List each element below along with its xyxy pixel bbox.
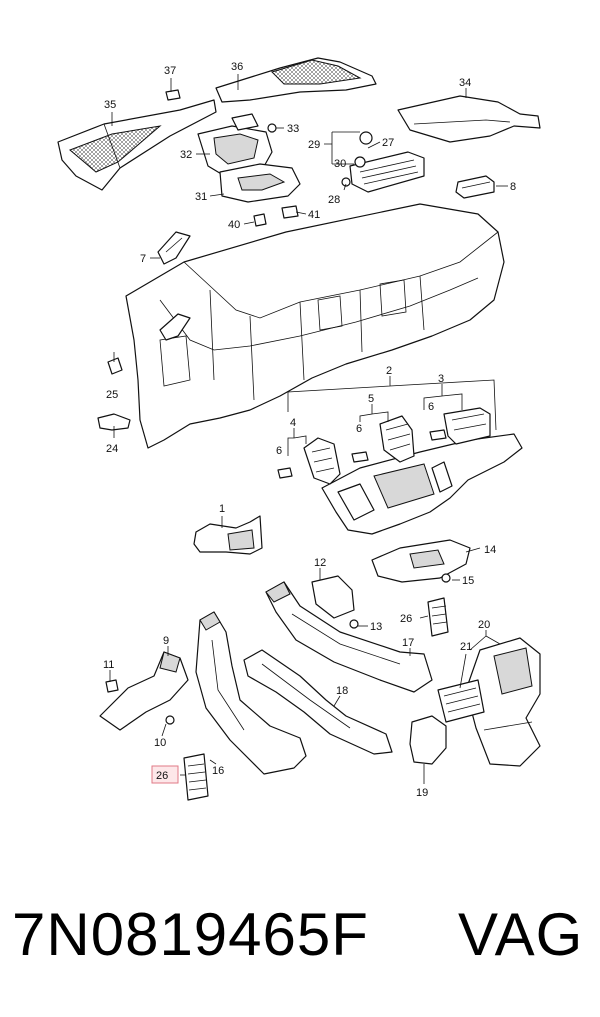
- callout-14: 14: [484, 544, 496, 556]
- callout-36: 36: [231, 61, 243, 73]
- part-34-right-trim: [397, 95, 541, 143]
- callout-13: 13: [370, 621, 382, 633]
- part-7-left-vent: [157, 231, 191, 341]
- part-8-vent-small: [455, 175, 495, 199]
- part-27-speaker-grille: [349, 151, 425, 193]
- part-33-screw: [267, 123, 277, 133]
- callout-28: 28: [328, 194, 340, 206]
- part-24-sensor: [97, 413, 131, 431]
- callout-21: 21: [460, 641, 472, 653]
- part-2-center-panel: [321, 433, 523, 535]
- callout-10: 10: [154, 737, 166, 749]
- part-10-screw: [165, 715, 175, 725]
- callout-34: 34: [459, 77, 471, 89]
- leader-lines: [109, 74, 508, 784]
- part-14-cover: [371, 539, 471, 583]
- callout-8: 8: [510, 181, 516, 193]
- callout-31: 31: [195, 191, 207, 203]
- part-20-console-trim: [465, 637, 541, 767]
- part-35-left-cowl-panel: [57, 99, 217, 191]
- part-13-screw: [349, 619, 359, 629]
- callout-15: 15: [462, 575, 474, 587]
- callout-18: 18: [336, 685, 348, 697]
- footer: 7N0819465F VAG: [0, 895, 600, 985]
- callout-24: 24: [106, 443, 118, 455]
- callout-35: 35: [104, 99, 116, 111]
- part-21-console-vent: [437, 679, 485, 723]
- part-3-center-vent-right: [443, 407, 491, 445]
- part-18-lower-duct: [243, 649, 393, 755]
- part-5-center-vent-left: [379, 415, 415, 463]
- highlight-box: [151, 765, 179, 784]
- callout-40: 40: [228, 219, 240, 231]
- part-11-clip: [105, 679, 119, 693]
- callout-26-highlighted: 26: [156, 770, 168, 782]
- callout-27: 27: [382, 137, 394, 149]
- callout-30: 30: [334, 158, 346, 170]
- callout-20: 20: [478, 619, 490, 631]
- part-4-left-vent: [303, 437, 341, 485]
- callout-37: 37: [164, 65, 176, 77]
- part-19-bracket: [409, 715, 447, 765]
- part-37-clip: [165, 89, 181, 101]
- callout-7: 7: [140, 253, 146, 265]
- part-26-vent-grille: [427, 597, 449, 637]
- callout-25: 25: [106, 389, 118, 401]
- dashboard-frame: [125, 203, 505, 449]
- exploded-parts-diagram: 37 36 35 34 33 32 29 27 30 28 8 31 40 41…: [57, 57, 541, 801]
- callout-26: 26: [400, 613, 412, 625]
- part-26-vent-grille-highlighted: [183, 753, 209, 801]
- brand-label: VAG: [458, 901, 584, 968]
- part-25-nut: [107, 357, 123, 375]
- callout-6-c: 6: [276, 445, 282, 457]
- callout-12: 12: [314, 557, 326, 569]
- callout-16: 16: [212, 765, 224, 777]
- callout-6-b: 6: [356, 423, 362, 435]
- callout-1: 1: [219, 503, 225, 515]
- callout-11: 11: [103, 659, 114, 671]
- part-6-clips: [277, 429, 447, 479]
- callout-33: 33: [287, 123, 299, 135]
- part-12-duct-bracket: [311, 575, 355, 619]
- callout-4: 4: [290, 417, 296, 429]
- callout-6-a: 6: [428, 401, 434, 413]
- callout-5: 5: [368, 393, 374, 405]
- part-16-floor-duct: [195, 611, 307, 775]
- callout-2: 2: [386, 365, 392, 377]
- part-29-30-28-fittings: [341, 131, 373, 187]
- part-number: 7N0819465F: [12, 901, 369, 968]
- callout-labels: 37 36 35 34 33 32 29 27 30 28 8 31 40 41…: [103, 61, 516, 799]
- part-9-left-duct: [99, 651, 189, 731]
- part-40-41-clips: [253, 205, 299, 227]
- part-17-air-duct: [265, 581, 433, 693]
- callout-32: 32: [180, 149, 192, 161]
- callout-29: 29: [308, 139, 320, 151]
- part-31-bracket: [219, 163, 301, 203]
- callout-3: 3: [438, 373, 444, 385]
- callout-17: 17: [402, 637, 414, 649]
- callout-19: 19: [416, 787, 428, 799]
- part-15-screw: [441, 573, 451, 583]
- part-1-side-vent: [193, 515, 263, 555]
- callout-41: 41: [308, 209, 320, 221]
- part-36-right-cowl-panel: [215, 57, 377, 103]
- callout-9: 9: [163, 635, 169, 647]
